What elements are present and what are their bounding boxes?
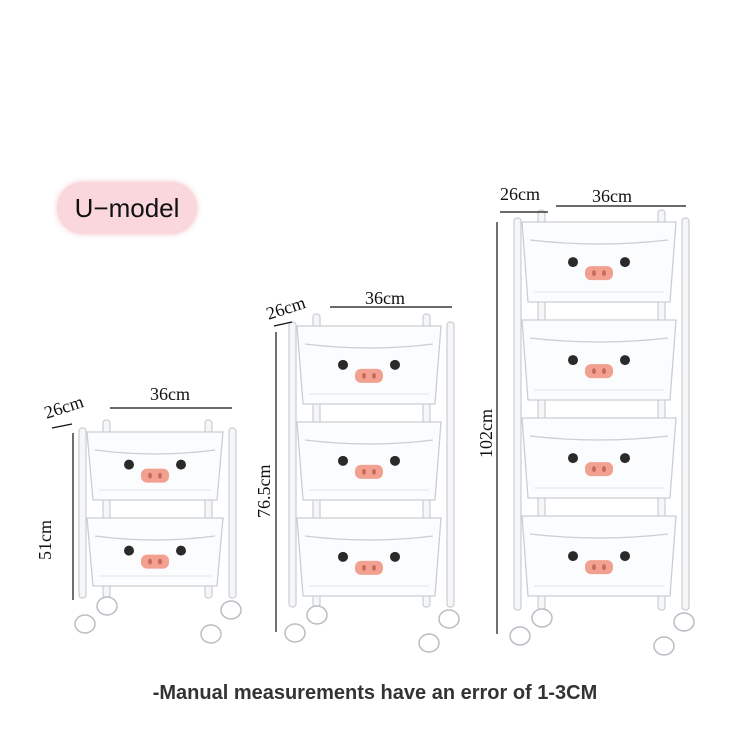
- eye-icon: [124, 545, 134, 556]
- basket: [86, 431, 224, 501]
- basket: [296, 421, 442, 501]
- nostril: [362, 372, 366, 379]
- basket-rim: [529, 435, 669, 441]
- dimension-line: [51, 423, 73, 429]
- wheel-icon: [220, 600, 242, 620]
- pig-nose-icon: [141, 468, 169, 483]
- wheel-icon: [438, 609, 460, 629]
- pig-nose-icon: [355, 464, 383, 479]
- nostril: [602, 466, 606, 473]
- wheel-icon: [200, 624, 222, 644]
- eye-icon: [390, 359, 400, 370]
- cart-1: [74, 419, 242, 644]
- nostril: [372, 372, 376, 379]
- pig-nose-icon: [141, 554, 169, 569]
- cart-2: [284, 313, 460, 653]
- pig-nose-icon: [585, 560, 613, 575]
- eye-icon: [568, 257, 578, 268]
- model-badge: U−model: [57, 182, 197, 234]
- eye-icon: [620, 453, 630, 464]
- eye-icon: [338, 359, 348, 370]
- cart-3-height-label: 102cm: [476, 409, 496, 458]
- model-badge-label: U−model: [74, 192, 180, 223]
- wheel-icon: [306, 605, 328, 625]
- basket: [296, 517, 442, 597]
- eye-icon: [390, 455, 400, 466]
- nostril: [148, 472, 152, 479]
- nostril: [602, 368, 606, 375]
- frame-post: [513, 217, 522, 611]
- wheel-icon: [418, 633, 440, 653]
- cart-1-height-label: 51cm: [35, 520, 55, 560]
- basket-rim: [304, 439, 434, 445]
- frame-post: [657, 209, 666, 611]
- frame-post: [681, 217, 690, 611]
- nostril: [592, 368, 596, 375]
- frame-post: [446, 321, 455, 608]
- basket-rim: [529, 533, 669, 539]
- eye-icon: [176, 459, 186, 470]
- nostril: [602, 270, 606, 277]
- basket-rim: [529, 239, 669, 245]
- basket-rim: [94, 449, 216, 455]
- eye-icon: [568, 551, 578, 562]
- nostril: [372, 564, 376, 571]
- pig-nose-icon: [585, 462, 613, 477]
- wheel-icon: [509, 626, 531, 646]
- nostril: [592, 466, 596, 473]
- cart-3: [509, 209, 695, 656]
- dimension-line: [273, 321, 293, 327]
- basket: [521, 221, 677, 303]
- eye-icon: [568, 355, 578, 366]
- eye-icon: [568, 453, 578, 464]
- cart-1-width-label: 36cm: [150, 384, 190, 404]
- wheel-icon: [653, 636, 675, 656]
- wheel-icon: [531, 608, 553, 628]
- wheel-icon: [96, 596, 118, 616]
- frame-post: [78, 427, 87, 599]
- basket: [521, 417, 677, 499]
- basket: [521, 515, 677, 597]
- eye-icon: [176, 545, 186, 556]
- nostril: [592, 270, 596, 277]
- nostril: [362, 468, 366, 475]
- basket: [86, 517, 224, 587]
- nostril: [148, 558, 152, 565]
- nostril: [158, 558, 162, 565]
- wheel-icon: [673, 612, 695, 632]
- frame-post: [228, 427, 237, 599]
- eye-icon: [338, 551, 348, 562]
- pig-nose-icon: [355, 560, 383, 575]
- nostril: [372, 468, 376, 475]
- nostril: [362, 564, 366, 571]
- eye-icon: [620, 257, 630, 268]
- wheel-icon: [74, 614, 96, 634]
- frame-post: [288, 321, 297, 608]
- pig-nose-icon: [355, 368, 383, 383]
- eye-icon: [390, 551, 400, 562]
- basket-rim: [529, 337, 669, 343]
- eye-icon: [620, 355, 630, 366]
- pig-nose-icon: [585, 266, 613, 281]
- eye-icon: [124, 459, 134, 470]
- basket-rim: [304, 343, 434, 349]
- measurement-note: -Manual measurements have an error of 1-…: [152, 682, 598, 704]
- eye-icon: [338, 455, 348, 466]
- cart-2-height-label: 76.5cm: [254, 464, 274, 519]
- pig-nose-icon: [585, 364, 613, 379]
- basket: [521, 319, 677, 401]
- basket-rim: [94, 535, 216, 541]
- basket: [296, 325, 442, 405]
- cart-2-width-label: 36cm: [365, 288, 405, 308]
- cart-3-depth-label: 26cm: [500, 184, 540, 204]
- nostril: [592, 564, 596, 571]
- eye-icon: [620, 551, 630, 562]
- nostril: [602, 564, 606, 571]
- nostril: [158, 472, 162, 479]
- basket-rim: [304, 535, 434, 541]
- cart-3-width-label: 36cm: [592, 186, 632, 206]
- wheel-icon: [284, 623, 306, 643]
